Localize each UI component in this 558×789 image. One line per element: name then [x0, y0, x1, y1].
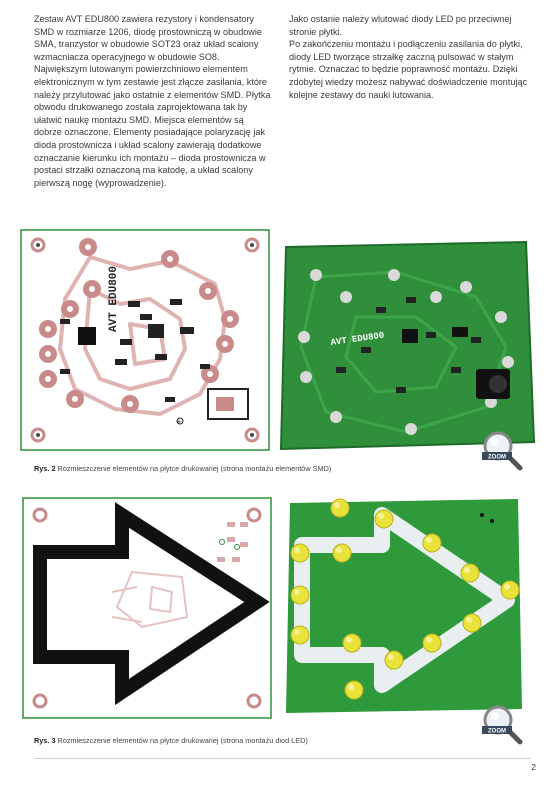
fig3-pcb-photo	[286, 498, 522, 713]
fig2-caption: Rys. 2 Rozmieszczenie elementów na płytc…	[34, 464, 331, 473]
page-number: 2	[531, 762, 536, 772]
body-text-left: Zestaw AVT EDU800 zawiera rezystory i ko…	[34, 14, 271, 188]
fig3-caption: Rys. 3 Rozmieszczenie elementów na płytc…	[34, 736, 308, 745]
footer-rule	[34, 758, 531, 759]
body-text-right: Jako ostanie należy wlutować diody LED p…	[289, 14, 528, 100]
led-pads	[39, 238, 239, 413]
zoom-icon[interactable]: ZOOM	[480, 702, 524, 746]
fig3-number: Rys. 3	[34, 736, 56, 745]
board-label-drawing: AVT EDU800	[108, 266, 120, 332]
fig3-caption-text: Rozmieszczenie elementów na płytce druko…	[57, 736, 308, 745]
zoom-label: ZOOM	[488, 729, 506, 735]
arrow-outline	[33, 502, 270, 706]
zoom-icon[interactable]: ZOOM	[480, 428, 524, 472]
fig2-number: Rys. 2	[34, 464, 56, 473]
fig3-layout-drawing	[22, 497, 272, 719]
zoom-label: ZOOM	[488, 455, 506, 461]
arrow-white-track	[294, 507, 515, 693]
power-jack-drawing	[207, 388, 249, 420]
fig2-pcb-photo: AVT EDU800	[279, 240, 536, 451]
svg-text:+: +	[176, 418, 182, 426]
fig2-caption-text: Rozmieszczenie elementów na płytce druko…	[57, 464, 332, 473]
fig2-layout-drawing: AVT EDU800 +	[20, 229, 270, 451]
